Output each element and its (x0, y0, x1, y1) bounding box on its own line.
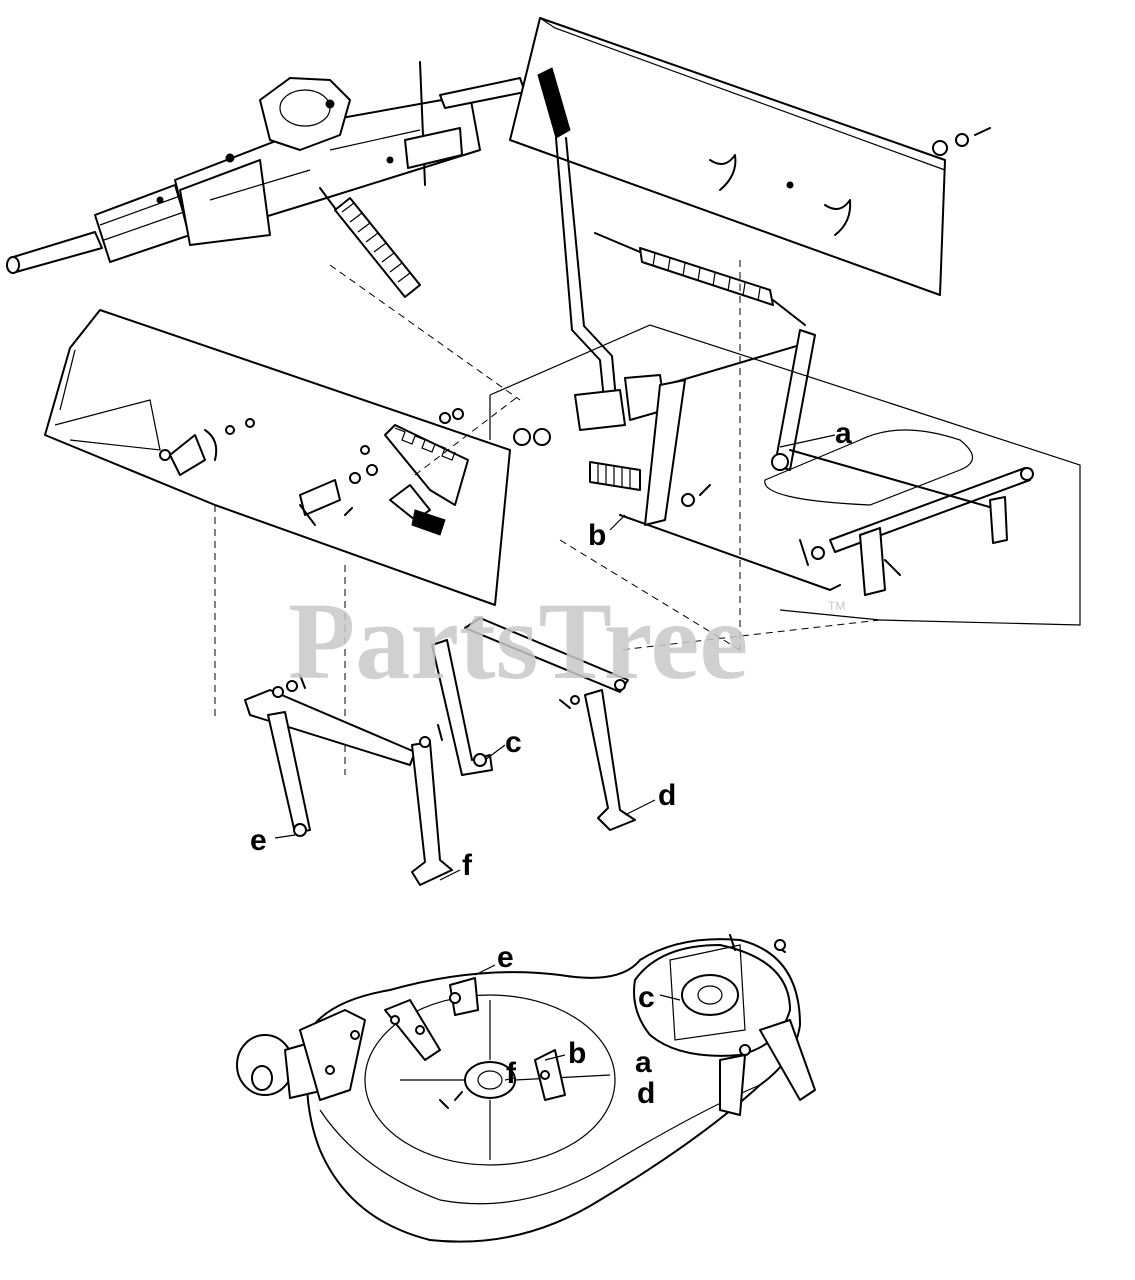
mower-deck (236, 934, 816, 1243)
lift-shaft-assembly (619, 449, 1034, 596)
chassis-outline (489, 260, 1081, 651)
rear-body-panel (509, 17, 991, 296)
callout-leaders (274, 434, 836, 1081)
watermark-text: PartsTree (288, 580, 748, 702)
deck-cover-panel (44, 264, 521, 775)
callout-b-deck: b (568, 1037, 586, 1070)
callout-c-upper: c (505, 726, 522, 759)
callout-d-deck: d (637, 1077, 655, 1110)
watermark-trademark: TM (828, 599, 845, 613)
callout-a-upper: a (835, 417, 852, 450)
callout-e-deck: e (497, 941, 514, 974)
callout-c-deck: c (638, 981, 655, 1014)
callout-d-upper: d (658, 779, 676, 812)
transaxle-assembly (6, 61, 526, 298)
lift-links (244, 617, 636, 886)
callout-a-deck: a (635, 1046, 652, 1079)
callout-f-upper: f (462, 849, 473, 882)
callout-b-upper: b (588, 519, 606, 552)
callout-e-upper: e (250, 824, 267, 857)
callout-f-deck: f (506, 1057, 517, 1090)
